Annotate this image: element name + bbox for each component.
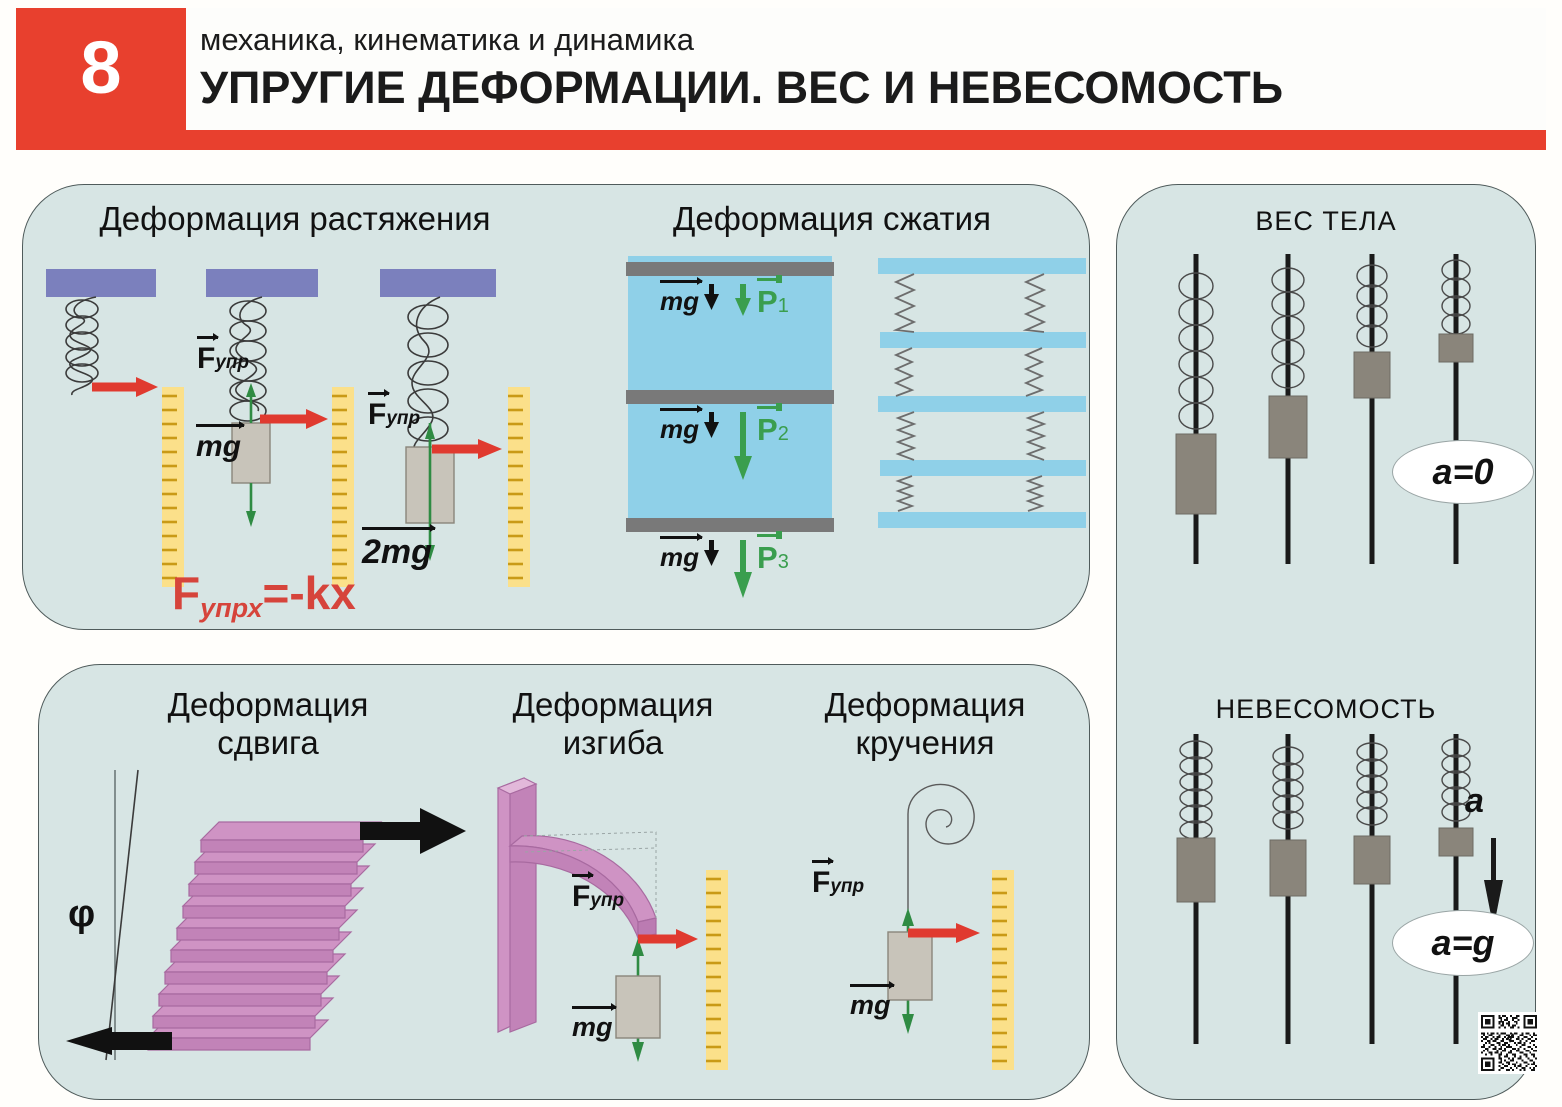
shear-plate-stack <box>66 769 466 1061</box>
weightlessness-section-title: НЕВЕСОМОСТЬ <box>1215 694 1437 724</box>
torsion-spiral <box>907 783 975 910</box>
gravity-arrow-green <box>246 483 256 527</box>
reference-line-tilted <box>105 769 139 1061</box>
bending-panel-title: Деформация изгиба <box>512 686 714 761</box>
spring-coil <box>65 296 99 396</box>
torsion-panel-title: Деформация кручения <box>824 686 1026 761</box>
ceiling-bar <box>206 269 318 297</box>
force-arrow-red <box>432 439 502 459</box>
weight-section-title: ВЕС ТЕЛА <box>1255 206 1397 236</box>
force-arrow-red <box>92 377 158 397</box>
compression-stack <box>626 256 834 598</box>
force-arrow-red <box>908 923 980 943</box>
spring-plate-5 <box>878 512 1086 528</box>
elastic-force-arrow-green <box>246 383 256 423</box>
force-arrow-red <box>260 409 328 429</box>
ceiling-bar <box>46 269 156 297</box>
header-accent-bar <box>16 130 1546 150</box>
stretch-panel-title: Деформация растяжения <box>99 200 491 237</box>
torsion-weight-label: mg <box>850 981 894 1020</box>
weight-arrow-P2 <box>734 412 752 480</box>
dynamometer-4 <box>1438 254 1474 564</box>
dynamometer-2 <box>1268 254 1308 564</box>
weight-dynamometer-group <box>1175 254 1474 564</box>
dynamometer-2 <box>1269 734 1307 1044</box>
shear-plates <box>146 821 383 1051</box>
spring-coil <box>407 296 449 456</box>
bending-beam <box>508 835 657 939</box>
weight-arrow-P3 <box>734 540 752 598</box>
qr-code-icon <box>1481 1015 1537 1071</box>
ruler-scale <box>706 870 728 1070</box>
torsion-diagram <box>887 783 1014 1070</box>
shear-angle-label: φ <box>68 893 96 935</box>
weight-arrow-P1 <box>735 284 751 316</box>
header-white-plate <box>186 8 1546 130</box>
page-title: УПРУГИЕ ДЕФОРМАЦИИ. ВЕС И НЕВЕСОМОСТЬ <box>200 62 1284 113</box>
compression-plate-2 <box>626 390 834 404</box>
compression-mg-3: mg <box>660 533 703 572</box>
header-number: 8 <box>80 26 122 109</box>
ceiling-bar <box>380 269 496 297</box>
hooke-law-formula: Fупрх=-kx <box>172 567 356 623</box>
vector-F: F <box>197 333 220 375</box>
compression-mg-2: mg <box>660 405 703 444</box>
bending-diagram <box>496 777 728 1070</box>
compression-P2: P2 <box>757 403 789 447</box>
ruler-scale <box>332 387 354 587</box>
hanging-block <box>615 975 661 1039</box>
acceleration-bubble-zero: a=0 <box>1392 440 1534 504</box>
stretch-2-force-label: Fупр <box>197 333 250 375</box>
gravity-arrow-2 <box>704 412 719 438</box>
header-number-badge <box>16 8 186 150</box>
compression-P3: P3 <box>757 531 789 575</box>
bending-force-label: Fупр <box>572 871 625 913</box>
bending-ghost-outline <box>523 831 657 918</box>
dynamometer-3 <box>1353 734 1391 1044</box>
shear-arrow-bottom-left <box>66 1027 172 1055</box>
stretch-3-force-label: Fупр <box>368 389 421 431</box>
acceleration-arrow-down <box>1484 838 1503 928</box>
stretch-3-weight-label: 2mg <box>362 524 436 571</box>
hanging-block <box>887 931 933 1001</box>
compression-plate-3 <box>626 518 834 532</box>
shear-arrow-top-right <box>360 808 466 854</box>
acceleration-bubble-g: a=g <box>1392 910 1534 976</box>
spring-plate-2 <box>880 332 1086 348</box>
spring-plate-1 <box>878 258 1086 274</box>
qr-code[interactable] <box>1478 1012 1540 1074</box>
bending-weight-label: mg <box>572 1003 616 1042</box>
ruler-scale <box>992 870 1014 1070</box>
ruler-scale <box>162 387 184 587</box>
hanging-block <box>231 422 271 484</box>
stretch-2-weight-label: mg <box>196 421 245 463</box>
dynamometer-1 <box>1175 254 1217 564</box>
shear-panel-title: Деформация сдвига <box>167 686 369 761</box>
spring-coil <box>229 296 267 422</box>
compression-panel-title: Деформация сжатия <box>673 200 991 237</box>
ruler-scale <box>508 387 530 587</box>
acceleration-label: a <box>1465 782 1484 820</box>
zigzag-springs <box>892 273 1047 512</box>
stretch-setup-2 <box>206 269 354 587</box>
header-subtitle: механика, кинематика и динамика <box>200 22 694 57</box>
stretch-setup-1 <box>46 269 184 587</box>
dynamometer-3 <box>1353 254 1391 564</box>
force-arrow-red <box>638 929 698 949</box>
compression-plate-1 <box>626 262 834 276</box>
dynamometer-1 <box>1176 734 1216 1044</box>
stretch-setup-3 <box>380 269 530 587</box>
spring-plate-3 <box>878 396 1086 412</box>
gravity-arrow-1 <box>704 284 719 310</box>
compression-spring-model <box>878 258 1086 528</box>
spring-plate-4 <box>880 460 1086 476</box>
bending-wall <box>496 777 538 1033</box>
compression-P1: P1 <box>757 275 789 319</box>
weightlessness-dynamometer-group <box>1176 734 1503 1044</box>
page-header: 8 механика, кинематика и динамика УПРУГИ… <box>0 0 1562 150</box>
gravity-arrow-3 <box>704 540 719 566</box>
dynamometer-4 <box>1438 734 1474 1044</box>
torsion-force-label: Fупр <box>812 857 865 899</box>
compression-mg-1: mg <box>660 277 703 316</box>
